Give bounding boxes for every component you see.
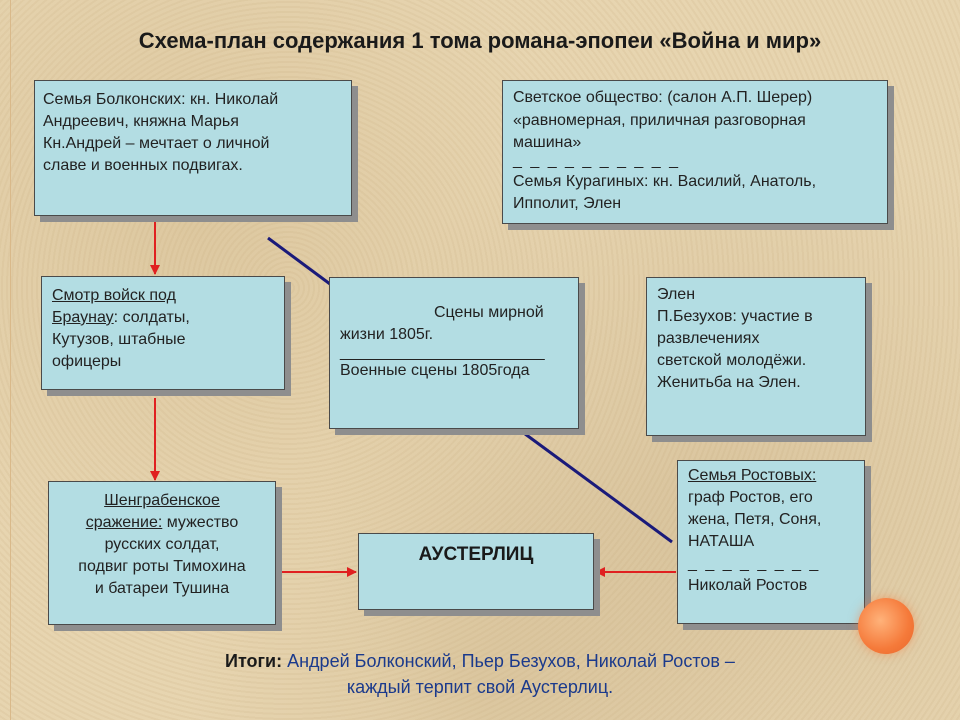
rostov-line: Семья Ростовых: (688, 467, 817, 484)
rostov-line: НАТАША (688, 533, 755, 550)
society-line: «равномерная, приличная разговорная (513, 111, 806, 129)
review-line: Кутузов, штабные (52, 331, 186, 348)
society-line: Ипполит, Элен (513, 195, 622, 212)
helen-pierre-box: Элен П.Безухов: участие в развлечениях с… (646, 277, 866, 436)
shengraben-battle-label: сражение: (85, 514, 163, 531)
diagram-title: Схема-план содержания 1 тома романа-эпоп… (138, 28, 822, 53)
review-place-name: Браунау (52, 309, 114, 326)
bolkonsky-line: Андреевич, княжна Марья (43, 113, 239, 130)
summary-line-1: Итоги: Андрей Болконский, Пьер Безухов, … (0, 648, 960, 674)
high-society-box: Светское общество: (салон А.П. Шерер) «р… (502, 80, 888, 224)
rostov-line: граф Ростов, его (688, 489, 813, 506)
center-divider: _______________________ (340, 344, 545, 361)
summary-label: Итоги: (225, 651, 283, 671)
austerlitz-label: АУСТЕРЛИЦ (418, 544, 534, 565)
line-bolkonsky-to-center (267, 236, 331, 286)
center-line: Сцены мирной (434, 304, 544, 321)
shengraben-line-rest: мужество (162, 514, 239, 531)
society-line: машина» (513, 134, 582, 151)
shengraben-battle-box: Шенграбенское сражение: мужество русских… (48, 481, 276, 625)
center-line: жизни 1805г. (340, 326, 434, 343)
braunau-review-box: Смотр войск под Браунау: солдаты, Кутузо… (41, 276, 285, 390)
society-divider: _ _ _ _ _ _ _ _ _ _ (513, 151, 680, 169)
helen-line: развлечениях (657, 330, 760, 347)
shengraben-line: и батареи Тушина (94, 580, 230, 597)
rostov-family-box: Семья Ростовых: граф Ростов, его жена, П… (677, 460, 865, 624)
bolkonsky-family-box: Семья Болконских: кн. Николай Андреевич,… (34, 80, 352, 216)
bolkonsky-line: Семья Болконских: кн. Николай (43, 91, 279, 108)
review-line: Браунау: солдаты, (52, 307, 274, 329)
helen-line: Женитьба на Элен. (657, 374, 801, 391)
shengraben-line: сражение: мужество (55, 512, 269, 534)
society-line: Светское общество: (салон А.П. Шерер) (513, 89, 813, 106)
rostov-line: жена, Петя, Соня, (688, 511, 822, 528)
center-line: Военные сцены 1805года (340, 362, 530, 379)
center-scenes-box: Сцены мирной жизни 1805г. ______________… (329, 277, 579, 429)
austerlitz-box: АУСТЕРЛИЦ (358, 533, 594, 610)
society-line: Семья Курагиных: кн. Василий, Анатоль, (513, 172, 817, 190)
line-center-to-rostov (516, 426, 673, 544)
summary: Итоги: Андрей Болконский, Пьер Безухов, … (0, 648, 960, 700)
shengraben-line: Шенграбенское (104, 492, 220, 509)
bolkonsky-line: славе и военных подвигах. (43, 157, 243, 174)
rostov-divider: _ _ _ _ _ _ _ _ (688, 555, 821, 572)
review-line-rest: : солдаты, (113, 309, 190, 326)
helen-line: светской молодёжи. (657, 352, 807, 369)
bolkonsky-line: Кн.Андрей – мечтает о личной (43, 135, 270, 152)
shengraben-line: русских солдат, (104, 536, 220, 553)
page-frame-line (10, 0, 11, 720)
helen-line: Элен (657, 286, 696, 303)
decorative-orange-circle (858, 598, 914, 654)
summary-names: Андрей Болконский, Пьер Безухов, Николай… (282, 651, 735, 671)
review-line: офицеры (52, 353, 122, 370)
rostov-line: Николай Ростов (688, 577, 808, 594)
helen-line: П.Безухов: участие в (657, 308, 813, 325)
review-line: Смотр войск под (52, 287, 176, 304)
shengraben-line: подвиг роты Тимохина (78, 558, 246, 575)
summary-line-2: каждый терпит свой Аустерлиц. (346, 677, 614, 697)
